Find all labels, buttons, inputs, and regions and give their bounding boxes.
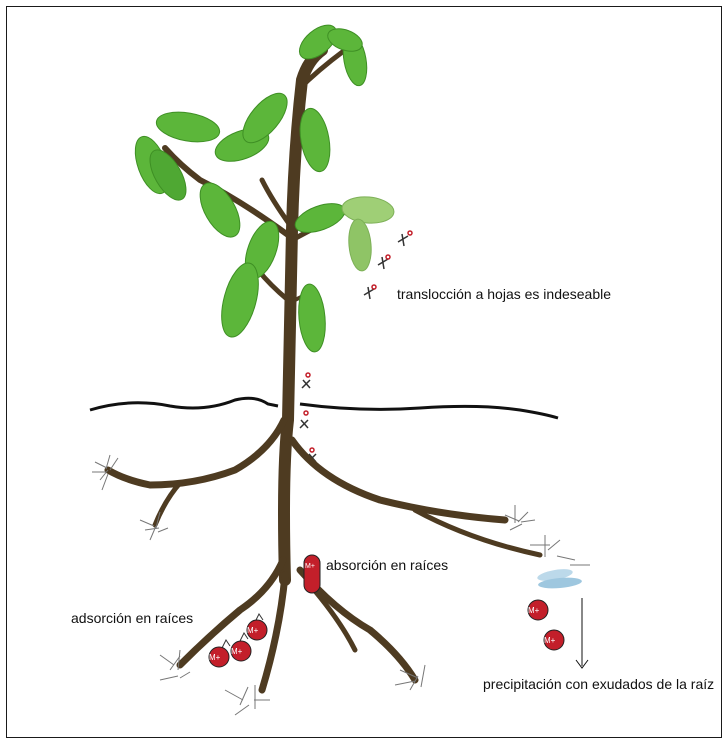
translocation-label: translocción a hojas es indeseable bbox=[397, 286, 611, 303]
precipitation-label: precipitación con exudados de la raíz bbox=[483, 676, 728, 693]
absorption-label: absorción en raíces bbox=[326, 557, 448, 574]
ion-label: M+ bbox=[247, 622, 258, 639]
ion-label: M+ bbox=[305, 558, 315, 575]
ion-label: M+ bbox=[528, 602, 539, 619]
ion-label: M+ bbox=[231, 643, 242, 660]
ion-label: M+ bbox=[209, 649, 220, 666]
ion-label: M+ bbox=[544, 632, 555, 649]
adsorption-label: adsorción en raíces bbox=[71, 610, 193, 627]
